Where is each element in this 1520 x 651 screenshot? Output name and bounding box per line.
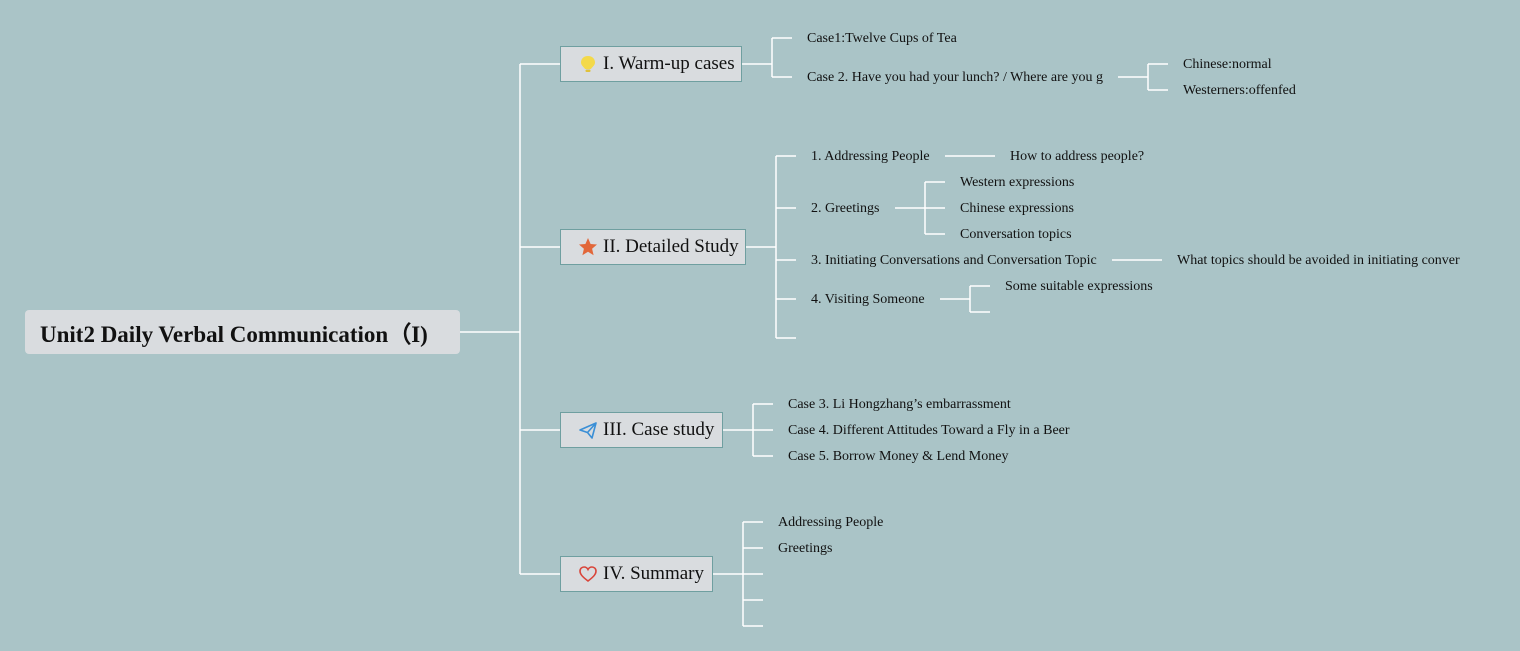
node-westerners-offended[interactable]: Westerners:offenfed [1183,83,1296,98]
branch-label: II. Detailed Study [603,236,739,257]
branch-label: I. Warm-up cases [603,53,735,74]
node-chinese-normal[interactable]: Chinese:normal [1183,57,1272,72]
node-how-to-address[interactable]: How to address people? [1010,149,1145,164]
node-initiating-conversations[interactable]: 3. Initiating Conversations and Conversa… [811,253,1097,268]
node-western-expressions[interactable]: Western expressions [960,175,1075,190]
node-case5[interactable]: Case 5. Borrow Money & Lend Money [788,449,1009,464]
root-title: Unit2 Daily Verbal Communication（I) [40,322,428,347]
node-topics-to-avoid[interactable]: What topics should be avoided in initiat… [1177,253,1460,268]
branch-case-study[interactable]: III. Case study [560,412,723,448]
branch-label: IV. Summary [603,563,704,584]
node-visiting-someone[interactable]: 4. Visiting Someone [811,292,925,307]
node-addressing-people[interactable]: 1. Addressing People [811,149,930,164]
node-case2[interactable]: Case 2. Have you had your lunch? / Where… [807,70,1103,85]
branch-label: III. Case study [603,419,715,440]
node-greetings[interactable]: 2. Greetings [811,201,880,216]
lightbulb-icon [578,54,598,74]
node-summary-greetings[interactable]: Greetings [778,541,833,556]
node-summary-addressing-people[interactable]: Addressing People [778,515,884,530]
root-topic[interactable]: Unit2 Daily Verbal Communication（I) [25,310,460,354]
node-case4[interactable]: Case 4. Different Attitudes Toward a Fly… [788,423,1070,438]
node-case3[interactable]: Case 3. Li Hongzhang’s embarrassment [788,397,1011,412]
node-suitable-expressions[interactable]: Some suitable expressions [1005,279,1153,294]
node-case1[interactable]: Case1:Twelve Cups of Tea [807,31,957,46]
paper-plane-icon [578,420,598,440]
node-conversation-topics[interactable]: Conversation topics [960,227,1072,242]
node-chinese-expressions[interactable]: Chinese expressions [960,201,1074,216]
heart-icon [578,564,598,584]
branch-warm-up-cases[interactable]: I. Warm-up cases [560,46,742,82]
branch-detailed-study[interactable]: II. Detailed Study [560,229,746,265]
star-icon [578,237,598,257]
branch-summary[interactable]: IV. Summary [560,556,713,592]
